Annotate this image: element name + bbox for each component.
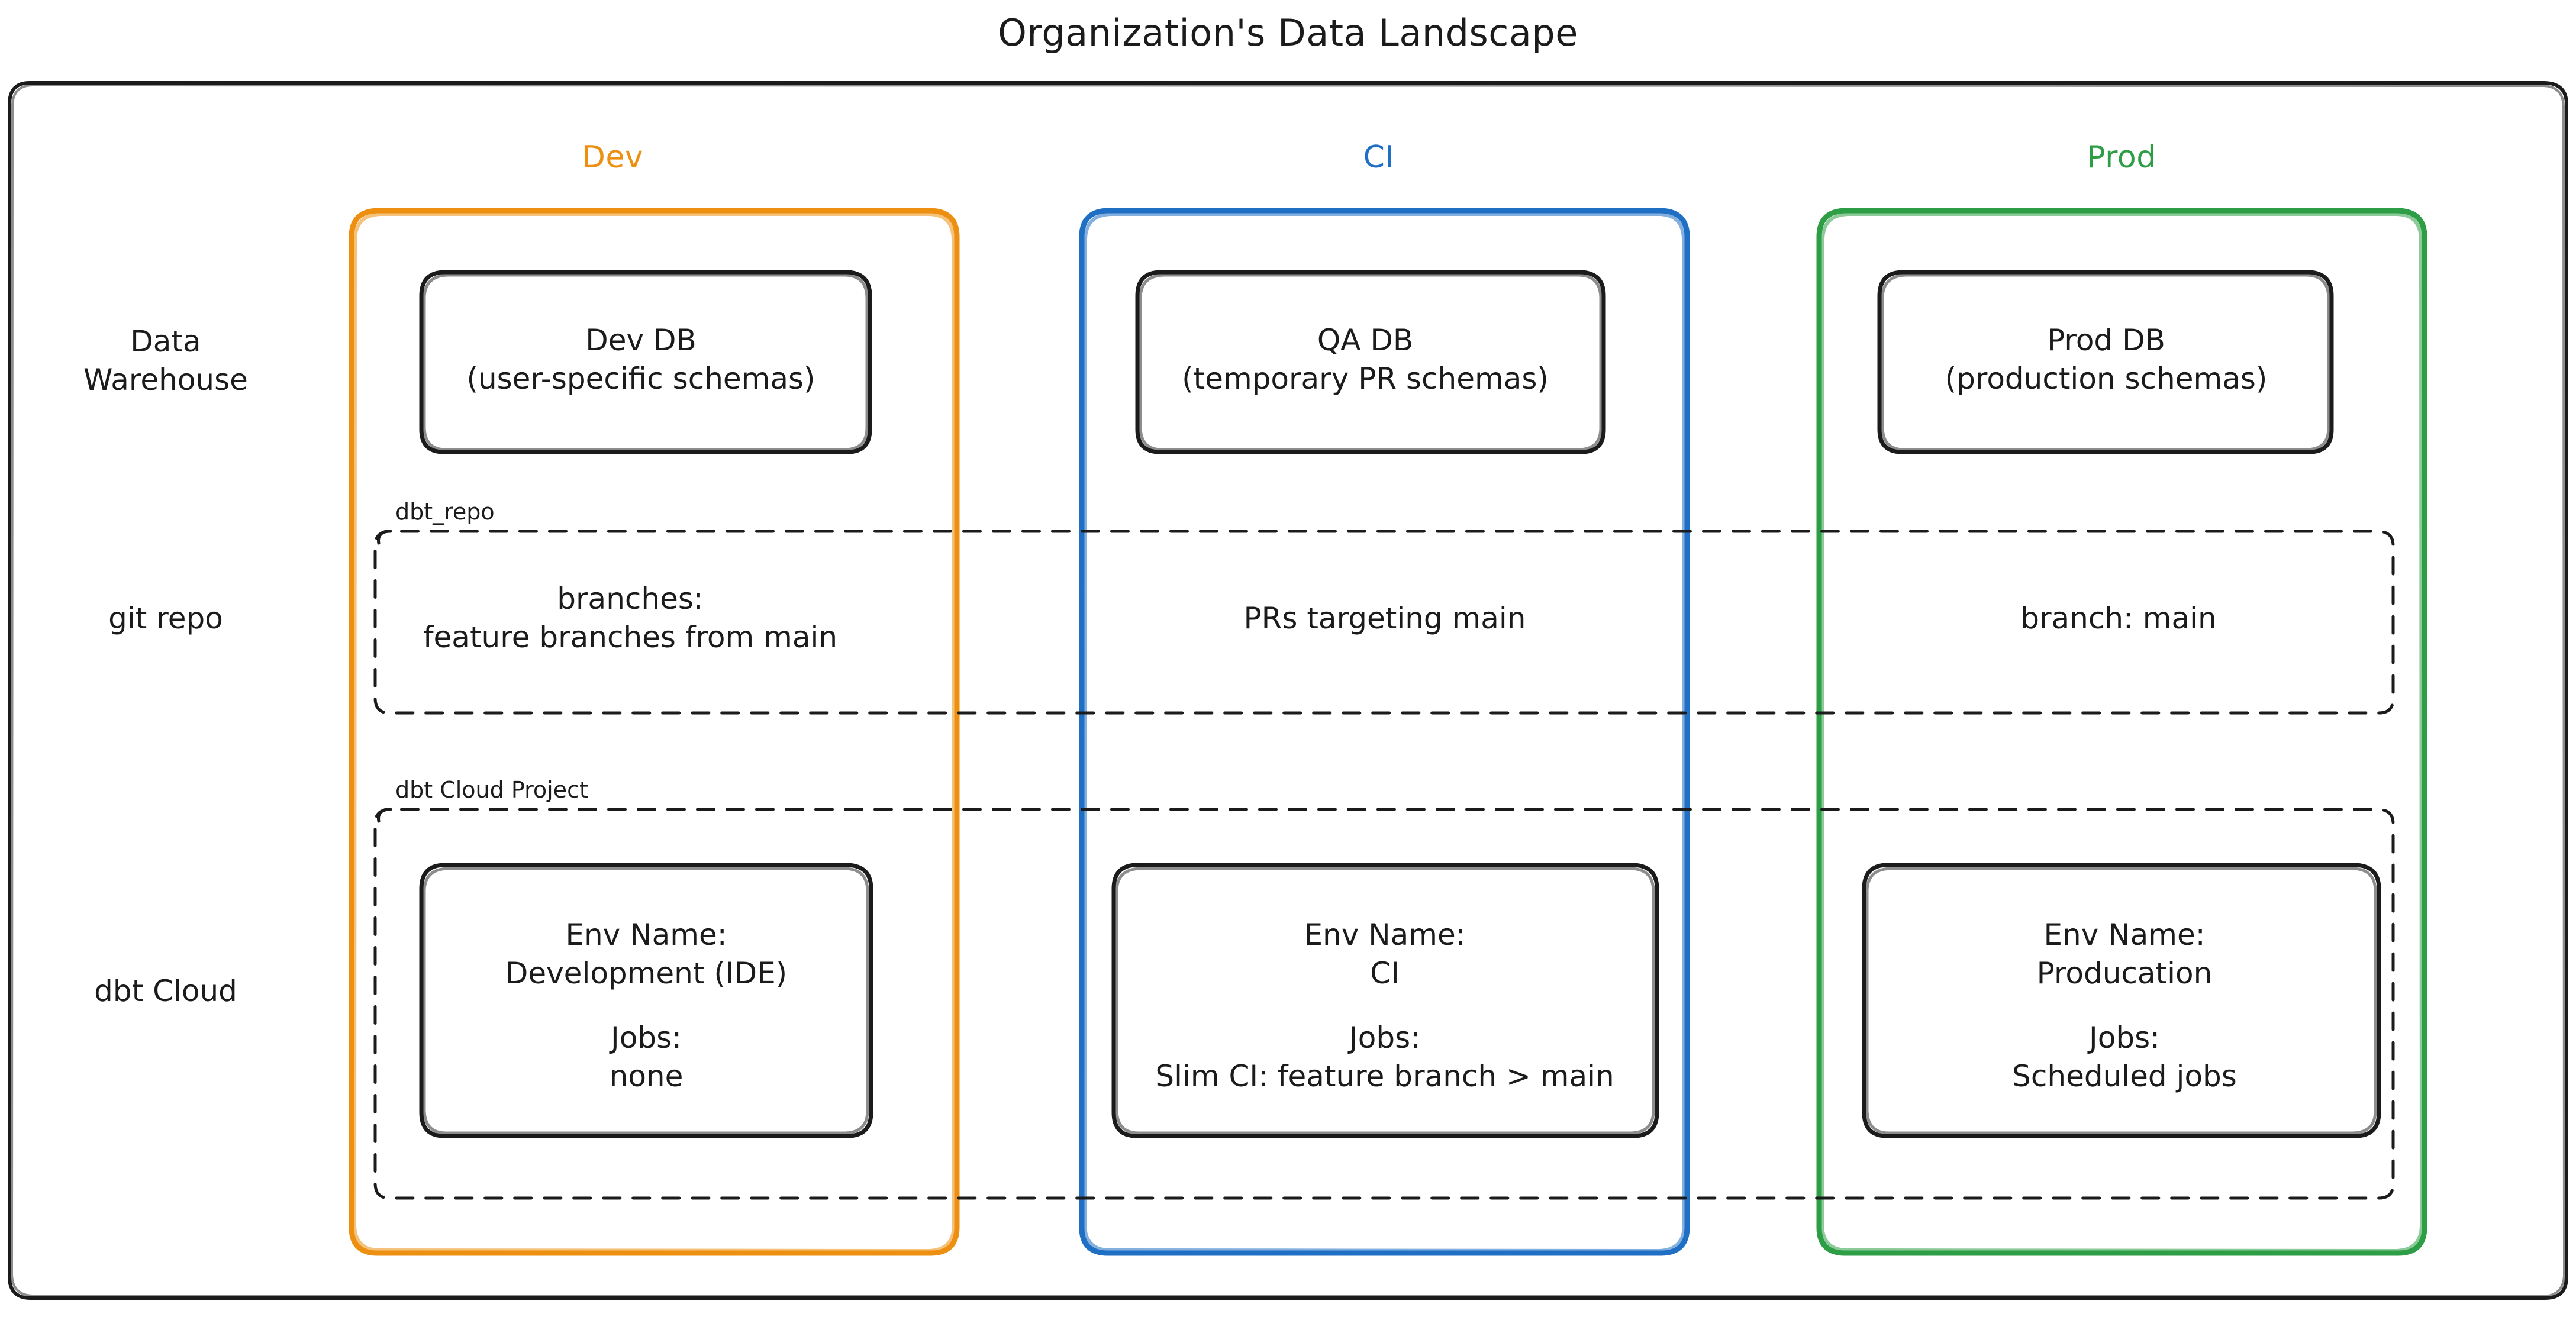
page-title: Organization's Data Landscape bbox=[998, 11, 1578, 54]
jobs-value: none bbox=[609, 1059, 684, 1093]
group-dbt-cloud-project-corner bbox=[377, 808, 388, 823]
jobs-value: Scheduled jobs bbox=[2012, 1059, 2237, 1093]
node-cloud-prod[interactable]: Env Name: Producation Jobs: Scheduled jo… bbox=[1864, 858, 2385, 1154]
jobs-label: Jobs: bbox=[611, 1021, 682, 1055]
node-cloud-ci[interactable]: Env Name: CI Jobs: Slim CI: feature bran… bbox=[1113, 858, 1657, 1154]
node-prod-db[interactable]: Prod DB (production schemas) bbox=[1879, 267, 2333, 452]
node-git-prod[interactable]: branch: main bbox=[2020, 601, 2217, 635]
env-name-label: Env Name: bbox=[2043, 918, 2206, 952]
group-label-dbt-cloud-project: dbt Cloud Project bbox=[395, 777, 588, 803]
column-header-ci: CI bbox=[1363, 140, 1395, 176]
node-line2: (temporary PR schemas) bbox=[1182, 361, 1549, 396]
env-name-value: CI bbox=[1370, 956, 1400, 990]
env-name-value: Development (IDE) bbox=[505, 956, 788, 990]
node-git-ci[interactable]: PRs targeting main bbox=[1243, 601, 1526, 635]
column-header-prod: Prod bbox=[2087, 140, 2156, 176]
row-label-line1: Data bbox=[130, 324, 201, 359]
env-name-label: Env Name: bbox=[1304, 918, 1466, 952]
node-line1: QA DB bbox=[1317, 323, 1414, 357]
node-line1: Dev DB bbox=[585, 323, 697, 357]
jobs-label: Jobs: bbox=[2089, 1021, 2160, 1055]
row-label-data-warehouse: Data Warehouse bbox=[38, 317, 293, 405]
node-dev-db[interactable]: Dev DB (user-specific schemas) bbox=[421, 267, 860, 452]
env-name-label: Env Name: bbox=[565, 918, 727, 952]
jobs-value: Slim CI: feature branch > main bbox=[1155, 1059, 1614, 1093]
node-line2: feature branches from main bbox=[423, 620, 838, 654]
env-name-value: Producation bbox=[2036, 956, 2213, 990]
node-line1: Prod DB bbox=[2047, 323, 2165, 357]
node-line2: (user-specific schemas) bbox=[466, 361, 815, 396]
node-qa-db[interactable]: QA DB (temporary PR schemas) bbox=[1137, 267, 1593, 452]
column-header-dev: Dev bbox=[581, 140, 644, 176]
node-line1: branches: bbox=[557, 582, 704, 616]
row-label-git-repo: git repo bbox=[108, 601, 223, 635]
jobs-label: Jobs: bbox=[1349, 1021, 1420, 1055]
node-cloud-dev[interactable]: Env Name: Development (IDE) Jobs: none bbox=[421, 858, 871, 1154]
row-label-line2: Warehouse bbox=[83, 363, 248, 397]
node-line2: (production schemas) bbox=[1945, 361, 2268, 396]
row-label-dbt-cloud: dbt Cloud bbox=[94, 973, 237, 1008]
node-git-dev[interactable]: branches: feature branches from main bbox=[379, 538, 882, 698]
group-label-dbt-repo: dbt_repo bbox=[395, 499, 495, 525]
